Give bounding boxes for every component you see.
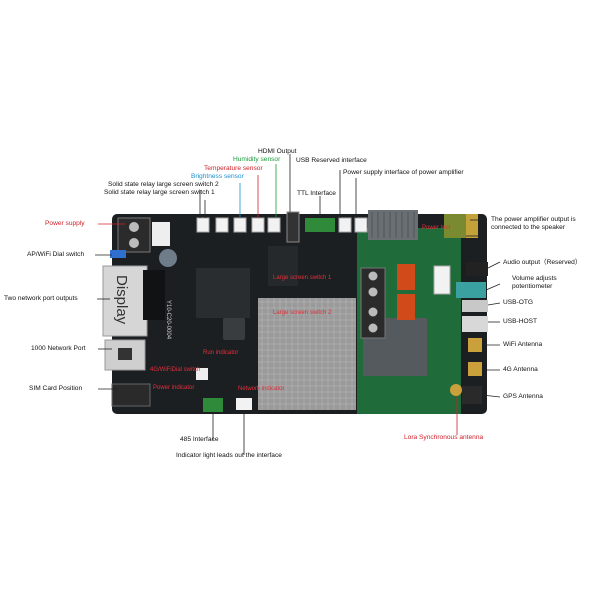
label-ttl-interface: TTL Interface — [297, 190, 336, 197]
label-gps-antenna: GPS Antenna — [503, 393, 543, 400]
label-volume-pot: Volume adjusts potentiometer — [512, 275, 557, 290]
label-two-network-ports: Two network port outputs — [4, 295, 78, 302]
fourg-antenna-port — [468, 362, 482, 376]
relay-1 — [397, 264, 415, 290]
label-large-switch-1: Large screen switch 1 — [273, 275, 332, 281]
label-power-supply-amp: Power supply interface of power amplifie… — [343, 169, 464, 176]
usb-host-port — [462, 316, 488, 332]
label-4g-dial: 4G/WiFiDial switch — [150, 367, 201, 373]
usb-otg-port — [462, 300, 488, 312]
label-power-supply: Power supply — [45, 220, 85, 227]
board-silk-text: Y10-C20-0004 — [165, 300, 171, 340]
label-audio-output: Audio output（Reserved） — [503, 259, 582, 266]
chip-main — [196, 268, 250, 318]
label-wifi-antenna: WiFi Antenna — [503, 341, 543, 348]
label-humidity-sensor: Humidity sensor — [233, 156, 281, 163]
rs485-terminal — [203, 398, 223, 412]
fourg-dial-switch — [196, 368, 208, 380]
label-power-indicator: Power indicator — [153, 385, 195, 391]
leader-lines — [95, 154, 501, 455]
label-power-test: Power test — [422, 225, 451, 231]
label-4g-antenna: 4G Antenna — [503, 366, 538, 373]
label-usb-otg: USB-OTG — [503, 299, 534, 306]
label-ssr-switch-2: Solid state relay large screen switch 2 — [108, 181, 219, 188]
label-sim-card: SIM Card Position — [29, 385, 83, 392]
display-silk-text: Display — [113, 275, 130, 325]
power-test-connector — [433, 265, 451, 295]
label-ssr-switch-1: Solid state relay large screen switch 1 — [104, 189, 215, 196]
label-hdmi-output: HDMI Output — [258, 148, 297, 155]
wifi-antenna-port — [468, 338, 482, 352]
label-lora-antenna: Lora Synchronous antenna — [404, 434, 484, 441]
label-usb-host: USB-HOST — [503, 318, 538, 325]
lora-antenna-port — [450, 384, 462, 396]
capacitor — [159, 249, 177, 267]
label-temperature-sensor: Temperature sensor — [204, 165, 263, 172]
label-485-interface: 485 Interface — [180, 436, 219, 443]
volume-pot — [456, 282, 486, 298]
indicator-connector — [236, 398, 252, 410]
lan-block — [102, 265, 148, 337]
label-network-indicator: Network indicator — [238, 386, 285, 392]
label-run-indicator: Run indicator — [203, 350, 239, 356]
label-brightness-sensor: Brightness sensor — [191, 173, 244, 180]
chip-logo — [223, 318, 245, 340]
audio-jack — [466, 262, 488, 276]
label-usb-reserved: USB Reserved interface — [296, 157, 367, 164]
label-1000-network: 1000 Network Port — [31, 345, 86, 352]
label-indicator-leads: Indicator light leads out the interface — [176, 452, 282, 459]
ap-wifi-dial — [110, 250, 126, 258]
gps-antenna-port — [462, 386, 482, 404]
heatsink — [368, 210, 418, 240]
sim-slot — [111, 383, 151, 407]
label-amp-output: The power amplifier output is connected … — [491, 216, 576, 231]
label-large-switch-2: Large screen switch 2 — [273, 310, 332, 316]
shield-grid — [258, 298, 356, 410]
label-ap-wifi-dial: AP/WiFi Dial switch — [27, 251, 85, 258]
relay-2 — [397, 294, 415, 320]
